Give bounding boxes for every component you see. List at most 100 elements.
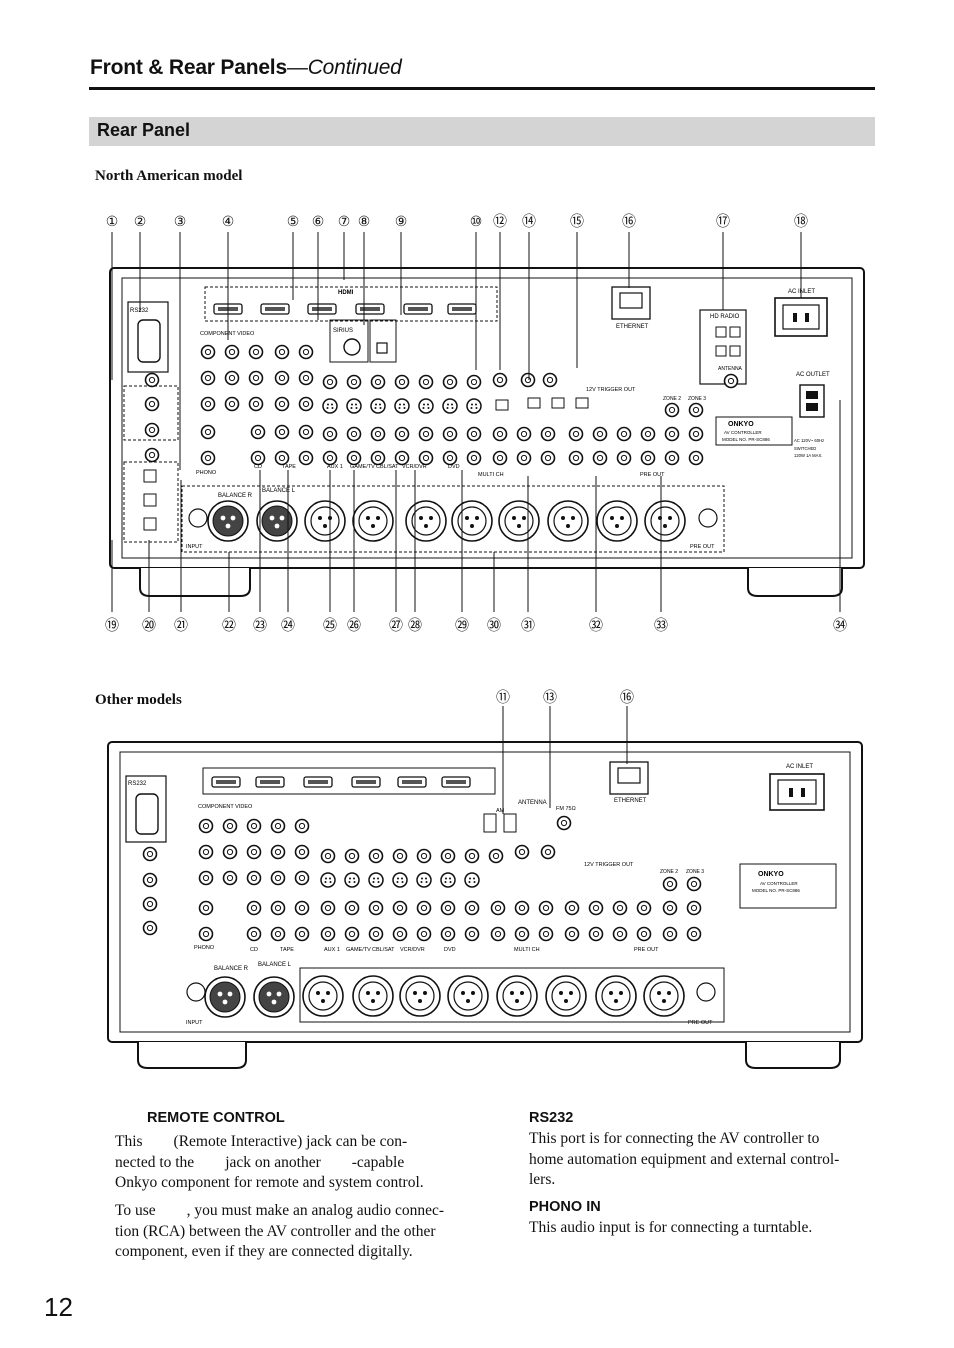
svg-text:AV CONTROLLER: AV CONTROLLER — [724, 430, 762, 435]
svg-text:MODEL NO. PR-SC886: MODEL NO. PR-SC886 — [722, 437, 770, 442]
section-title: Rear Panel — [97, 120, 191, 140]
phono-in-heading: PHONO IN — [529, 1199, 601, 1215]
svg-text:MULTI CH: MULTI CH — [478, 472, 504, 478]
callout-18: ⑱ — [794, 213, 808, 229]
svg-text:SIRIUS: SIRIUS — [333, 328, 353, 334]
callout-6: ⑥ — [312, 213, 325, 229]
svg-text:AC INLET: AC INLET — [788, 289, 815, 295]
svg-text:CD: CD — [250, 947, 258, 953]
svg-text:PHONO: PHONO — [194, 945, 215, 951]
svg-text:CD: CD — [254, 464, 262, 470]
svg-text:PRE OUT: PRE OUT — [690, 544, 715, 550]
svg-text:TAPE: TAPE — [280, 947, 294, 953]
svg-text:MULTI CH: MULTI CH — [514, 947, 540, 953]
svg-text:120W 1A MAX.: 120W 1A MAX. — [794, 453, 822, 458]
svg-text:VCR/DVR: VCR/DVR — [400, 947, 425, 953]
remote-control-paragraph-1: This (Remote Interactive) jack can be co… — [115, 1132, 475, 1194]
svg-text:ZONE 2: ZONE 2 — [663, 396, 681, 402]
callout-26: ㉖ — [347, 617, 361, 633]
rs232-line-1: This port is for connecting the AV contr… — [529, 1130, 820, 1147]
na-callouts: ① ② ③ ④ ⑤ ⑥ ⑦ ⑧ ⑨ ⑩ ⑫ ⑭ ⑮ ⑯ ⑰ ⑱ ⑲ ⑳ ㉑ ㉒ … — [105, 213, 847, 633]
svg-text:GAME/TV: GAME/TV — [350, 464, 375, 470]
callout-5: ⑤ — [287, 213, 300, 229]
svg-text:ZONE 3: ZONE 3 — [686, 869, 704, 875]
svg-text:AM: AM — [496, 808, 505, 814]
svg-text:AC INLET: AC INLET — [786, 764, 813, 770]
callout-8: ⑧ — [358, 213, 371, 229]
model-label-other: Other models — [95, 692, 182, 708]
remote-p1-line-3: Onkyo component for remote and system co… — [115, 1174, 424, 1191]
svg-text:BALANCE L: BALANCE L — [258, 962, 292, 968]
rs232-heading: RS232 — [529, 1110, 574, 1126]
svg-text:HD RADIO: HD RADIO — [710, 314, 740, 320]
callout-29: ㉙ — [455, 617, 469, 633]
callout-2: ② — [134, 213, 147, 229]
svg-text:INPUT: INPUT — [186, 544, 203, 550]
callout-24: ㉔ — [281, 617, 295, 633]
svg-text:COMPONENT VIDEO: COMPONENT VIDEO — [198, 804, 253, 810]
svg-text:INPUT: INPUT — [186, 1020, 203, 1026]
svg-text:CBL/SAT: CBL/SAT — [372, 947, 395, 953]
remote-p1-line-1: This (Remote Interactive) jack can be co… — [115, 1133, 408, 1150]
callout-27: ㉗ — [389, 617, 403, 633]
svg-text:SWITCHED: SWITCHED — [794, 446, 816, 451]
svg-text:VCR/DVR: VCR/DVR — [402, 464, 427, 470]
callout-34: ㉞ — [833, 617, 847, 633]
callout-15: ⑮ — [570, 213, 584, 229]
callout-31: ㉛ — [521, 617, 535, 633]
callout-13: ⑬ — [543, 689, 557, 705]
svg-text:BALANCE R: BALANCE R — [214, 966, 249, 972]
callout-17: ⑰ — [716, 213, 730, 229]
callout-14: ⑭ — [522, 213, 536, 229]
callout-12: ⑫ — [493, 213, 507, 229]
svg-text:12V TRIGGER OUT: 12V TRIGGER OUT — [584, 862, 634, 868]
other-callouts: ⑪ ⑬ ⑯ — [496, 689, 634, 705]
rs232-paragraph: This port is for connecting the AV contr… — [529, 1129, 889, 1191]
svg-text:AC OUTLET: AC OUTLET — [796, 372, 830, 378]
rs232-line-3: lers. — [529, 1171, 556, 1188]
callout-9: ⑨ — [395, 213, 408, 229]
svg-text:AV CONTROLLER: AV CONTROLLER — [760, 881, 798, 886]
svg-text:PRE OUT: PRE OUT — [640, 472, 665, 478]
section-bar — [89, 117, 875, 146]
svg-text:HDMI: HDMI — [338, 290, 354, 296]
svg-text:AUX 1: AUX 1 — [327, 464, 343, 470]
rs232-line-2: home automation equipment and external c… — [529, 1150, 840, 1168]
svg-text:AUX 1: AUX 1 — [324, 947, 340, 953]
callout-10: ⑩ — [470, 213, 483, 229]
callout-22: ㉒ — [222, 617, 236, 633]
remote-control-heading: REMOTE CONTROL — [147, 1110, 285, 1126]
svg-text:12V TRIGGER OUT: 12V TRIGGER OUT — [586, 387, 636, 393]
callout-20: ⑳ — [142, 617, 156, 633]
callout-3: ③ — [174, 213, 187, 229]
svg-text:ETHERNET: ETHERNET — [614, 798, 647, 804]
svg-text:ETHERNET: ETHERNET — [616, 324, 649, 330]
callout-16-other: ⑯ — [620, 689, 634, 705]
callout-19: ⑲ — [105, 617, 119, 633]
svg-text:ONKYO: ONKYO — [758, 871, 784, 878]
svg-text:BALANCE R: BALANCE R — [218, 493, 253, 499]
svg-text:MODEL NO. PR-SC886: MODEL NO. PR-SC886 — [752, 888, 800, 893]
svg-text:ANTENNA: ANTENNA — [518, 800, 547, 806]
remote-p1-line-2: nected to the jack on another -capable — [115, 1153, 405, 1171]
callout-28: ㉘ — [408, 617, 422, 633]
callout-23: ㉓ — [253, 617, 267, 633]
svg-text:ANTENNA: ANTENNA — [718, 366, 743, 372]
header-rule — [89, 87, 875, 90]
svg-text:AC 120V~ 60Hz: AC 120V~ 60Hz — [794, 438, 824, 443]
svg-text:GAME/TV: GAME/TV — [346, 947, 371, 953]
remote-p2-line-3: component, even if they are connected di… — [115, 1243, 413, 1260]
svg-text:BALANCE L: BALANCE L — [262, 488, 296, 494]
svg-text:CBL/SAT: CBL/SAT — [376, 464, 399, 470]
phono-in-paragraph: This audio input is for connecting a tur… — [529, 1219, 813, 1236]
header-title-main: Front & Rear Panels — [90, 56, 287, 79]
callout-11: ⑪ — [496, 689, 510, 705]
remote-p2-line-1: To use , you must make an analog audio c… — [115, 1202, 445, 1219]
callout-32: ㉜ — [589, 617, 603, 633]
svg-text:ZONE 3: ZONE 3 — [688, 396, 706, 402]
callout-33: ㉝ — [654, 617, 668, 633]
svg-text:PRE OUT: PRE OUT — [688, 1020, 713, 1026]
model-label-north-american: North American model — [95, 168, 243, 184]
svg-text:DVD: DVD — [448, 464, 460, 470]
